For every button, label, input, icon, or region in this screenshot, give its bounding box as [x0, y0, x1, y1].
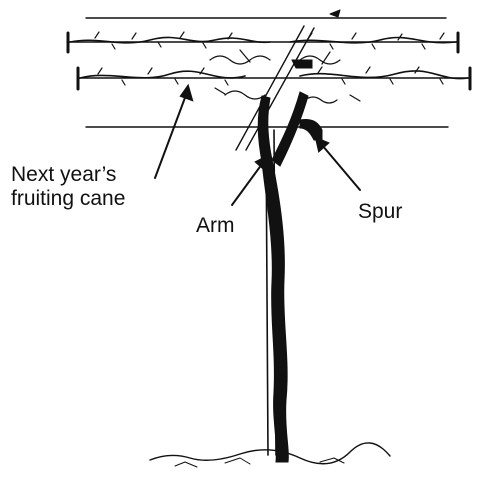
next-year-label-line1: Next year’s: [11, 163, 125, 187]
top-wire-marker: [330, 10, 340, 17]
spur-stub: [300, 119, 322, 140]
cane-middle-left: [80, 71, 245, 78]
arrow-arm-head: [256, 156, 268, 170]
right-arm: [272, 92, 308, 166]
upper-spur: [292, 60, 312, 68]
next-year-label-line2: fruiting cane: [11, 187, 125, 211]
ground-line: [150, 443, 390, 464]
brace-right: [246, 28, 314, 150]
foliage: [210, 50, 360, 103]
next-year-cane-label: Next year’s fruiting cane: [11, 163, 125, 211]
arrow-next-year-head: [181, 86, 192, 100]
arrow-arm-shaft: [232, 164, 262, 205]
arrow-spur-shaft: [322, 145, 360, 190]
arrow-next-year-shaft: [155, 95, 186, 178]
spur-label: Spur: [358, 200, 402, 224]
arm-label: Arm: [196, 214, 235, 238]
